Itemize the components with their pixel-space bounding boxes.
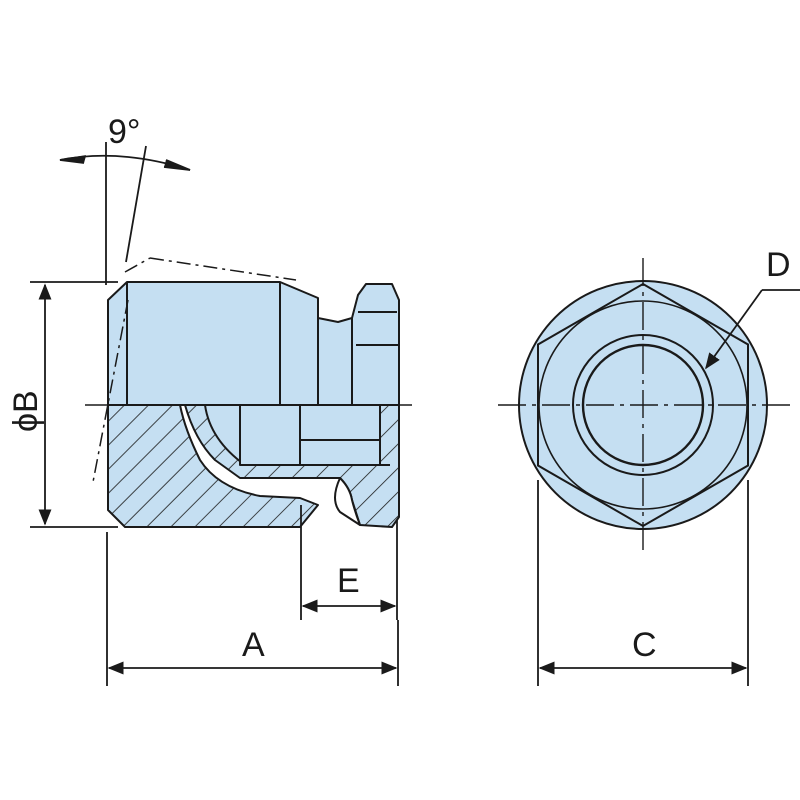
d-label: D	[766, 246, 791, 284]
end-view-centerlines	[498, 258, 790, 552]
side-view	[107, 281, 400, 528]
e-label: E	[337, 562, 360, 600]
d-leader	[705, 289, 800, 370]
c-label: C	[632, 626, 657, 664]
angle-label: 9°	[108, 113, 141, 151]
taper-phantom-lines	[92, 257, 297, 483]
side-view-groove	[334, 477, 361, 526]
side-view-counterbore	[239, 404, 381, 466]
hex-inscribed-circle	[538, 300, 748, 510]
angle-dimension	[59, 142, 191, 285]
dimension-e	[300, 505, 398, 620]
side-view-body-upper	[107, 281, 400, 406]
dimension-a	[106, 532, 399, 686]
a-label: A	[242, 626, 265, 664]
dimension-c	[537, 480, 749, 686]
phi-b-label: ϕB	[7, 390, 45, 432]
dimension-phi-b	[30, 281, 118, 528]
